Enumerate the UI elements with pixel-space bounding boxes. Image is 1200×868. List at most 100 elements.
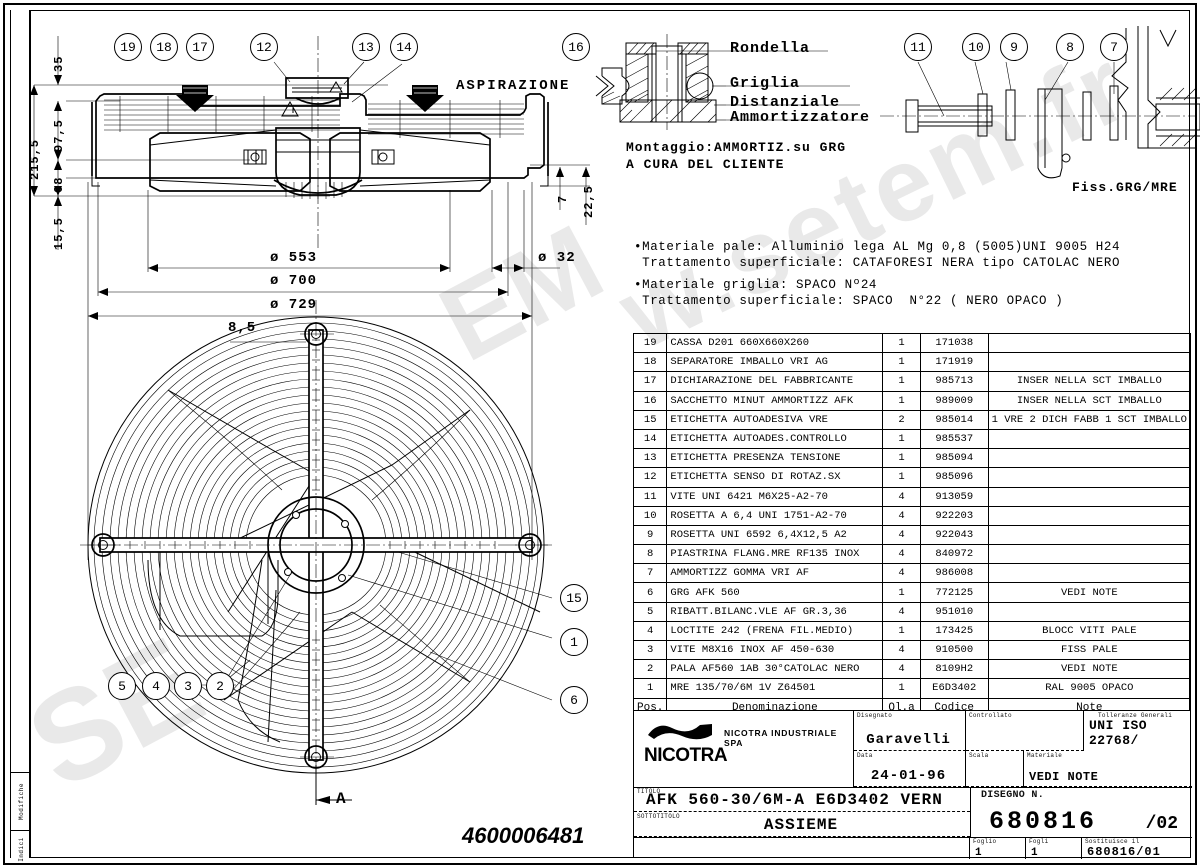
cell-codice: 171038 <box>919 332 989 354</box>
cell-note: VEDI NOTE <box>987 582 1192 603</box>
balloon-15[interactable]: 15 <box>560 584 588 612</box>
cell-codice: 985094 <box>919 448 989 469</box>
balloon-3[interactable]: 3 <box>174 672 202 700</box>
cell-quantita: 1 <box>882 390 921 411</box>
balloon-7[interactable]: 7 <box>1100 33 1128 61</box>
cell-codice: E6D3402 <box>919 678 989 699</box>
cell-quantita: 1 <box>882 448 921 469</box>
cell-note <box>987 544 1192 565</box>
cell-codice: 913059 <box>919 486 989 507</box>
company-logo-cell: NICOTRA NICOTRA INDUSTRIALE SPA <box>634 711 854 787</box>
material-note-3: •Materiale griglia: SPACO Nº24 <box>634 278 878 292</box>
cell-note: INSER NELLA SCT IMBALLO <box>987 371 1192 392</box>
revision-margin-column: Modifiche Indici <box>10 10 31 862</box>
cell-note <box>987 524 1192 546</box>
balloon-14[interactable]: 14 <box>390 33 418 61</box>
materiale-cell: Materiale VEDI NOTE <box>1024 751 1192 787</box>
label-aspirazione: ASPIRAZIONE <box>456 78 571 94</box>
balloon-10[interactable]: 10 <box>962 33 990 61</box>
part-number-stamp: 4600006481 <box>462 823 585 848</box>
cell-quantita: 1 <box>882 332 921 354</box>
exploded-fastener-geometry <box>880 26 1200 178</box>
cell-pos: 10 <box>632 505 668 526</box>
data-cell: Data 24-01-96 <box>854 751 966 787</box>
dim-d729: ø 729 <box>270 297 318 313</box>
cell-pos: 15 <box>632 409 668 430</box>
cell-codice: 772125 <box>919 582 989 603</box>
cell-pos: 9 <box>632 524 668 546</box>
cell-codice: 171919 <box>919 352 989 373</box>
cell-codice: 985713 <box>919 371 989 392</box>
disegno-n-label: DISEGNO N. <box>981 790 1045 801</box>
balloon-8[interactable]: 8 <box>1056 33 1084 61</box>
nicotra-wave-icon <box>648 724 712 740</box>
cell-pos: 12 <box>632 467 668 488</box>
sheet-border-outer <box>3 3 1197 865</box>
cell-note: FISS PALE <box>987 639 1192 661</box>
cell-quantita: 1 <box>882 582 921 603</box>
cell-codice: 986008 <box>919 563 989 584</box>
balloon-4[interactable]: 4 <box>142 672 170 700</box>
cell-note <box>987 505 1192 526</box>
mount-note-line1: Montaggio:AMMORTIZ.su GRG <box>626 140 847 155</box>
balloon-9[interactable]: 9 <box>1000 33 1028 61</box>
controllato-label: Controllato <box>969 712 1012 719</box>
mount-note-line2: A CURA DEL CLIENTE <box>626 157 785 172</box>
cell-quantita: 4 <box>882 563 921 584</box>
cell-codice: 985096 <box>919 467 989 488</box>
cell-codice: 985537 <box>919 428 989 450</box>
cell-note: VEDI NOTE <box>987 659 1192 680</box>
disegnato-cell: Disegnato Garavelli <box>854 711 966 751</box>
balloon-12[interactable]: 12 <box>250 33 278 61</box>
cell-note <box>987 601 1192 622</box>
cell-pos: 1 <box>632 678 668 699</box>
margin-label-indici: Indici <box>11 830 31 868</box>
dim-d700: ø 700 <box>270 273 318 289</box>
cell-denominazione: MRE 135/70/6M 1V Z64501 <box>666 678 884 699</box>
balloon-2[interactable]: 2 <box>206 672 234 700</box>
cell-pos: 17 <box>632 371 668 392</box>
balloon-17[interactable]: 17 <box>186 33 214 61</box>
cell-quantita: 1 <box>882 678 921 699</box>
cell-note: RAL 9005 OPACO <box>987 678 1192 699</box>
balloon-16[interactable]: 16 <box>562 33 590 61</box>
cell-note <box>987 563 1192 584</box>
cell-quantita: 1 <box>882 352 921 373</box>
fogli-value: 1 <box>1031 847 1039 859</box>
data-label: Data <box>857 752 873 759</box>
sostituisce-cell: Sostituisce il 680816/01 <box>1082 837 1192 859</box>
cell-pos: 8 <box>632 544 668 565</box>
cell-codice: 8109H2 <box>919 659 989 680</box>
cell-note <box>987 448 1192 469</box>
cell-denominazione: ETICHETTA AUTOADES.CONTROLLO <box>666 428 884 450</box>
cell-pos: 3 <box>632 639 668 661</box>
balloon-18[interactable]: 18 <box>150 33 178 61</box>
cell-codice: 922043 <box>919 524 989 546</box>
balloon-5[interactable]: 5 <box>108 672 136 700</box>
cell-denominazione: DICHIARAZIONE DEL FABBRICANTE <box>666 371 884 392</box>
fogli-label: Fogli <box>1029 838 1049 845</box>
cell-note: 1 VRE 2 DICH FABB 1 SCT IMBALLO <box>987 409 1192 430</box>
cell-note <box>987 428 1192 450</box>
cell-note: BLOCC VITI PALE <box>987 620 1192 642</box>
cell-codice: 989009 <box>919 390 989 411</box>
fogli-cell: Fogli 1 <box>1026 837 1082 859</box>
cell-pos: 13 <box>632 448 668 469</box>
cell-quantita: 4 <box>882 659 921 680</box>
balloon-13[interactable]: 13 <box>352 33 380 61</box>
cell-codice: 951010 <box>919 601 989 622</box>
cell-denominazione: ROSETTA A 6,4 UNI 1751-A2-70 <box>666 505 884 526</box>
tolleranze-label: Tolleranze Generali <box>1098 712 1173 719</box>
balloon-11[interactable]: 11 <box>904 33 932 61</box>
cell-pos: 5 <box>632 601 668 622</box>
balloon-6[interactable]: 6 <box>560 686 588 714</box>
cell-denominazione: SACCHETTO MINUT AMMORTIZZ AFK <box>666 390 884 411</box>
balloon-1[interactable]: 1 <box>560 628 588 656</box>
balloon-19[interactable]: 19 <box>114 33 142 61</box>
